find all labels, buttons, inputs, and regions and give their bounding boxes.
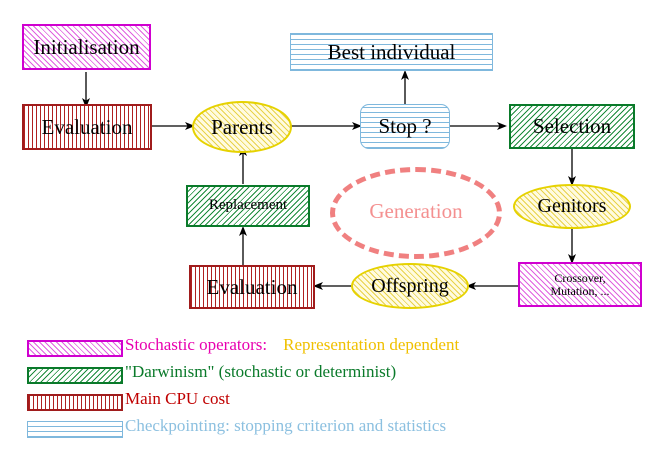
legend-label-darwinism: "Darwinism" (stochastic or determinist): [125, 362, 397, 381]
node-stop[interactable]: Stop ?: [360, 104, 450, 149]
legend-label-stochastic-part1: Stochastic operators:: [125, 335, 268, 354]
legend-swatch-darwinism: [27, 367, 123, 384]
node-initialisation[interactable]: Initialisation: [22, 24, 151, 70]
node-mutation-label: Mutation, ...: [550, 283, 610, 298]
node-parents[interactable]: Parents: [192, 101, 292, 153]
legend-row-cpu: Main CPU cost: [0, 389, 662, 417]
legend-swatch-stochastic: [27, 340, 123, 357]
legend-label-cpu: Main CPU cost: [125, 389, 230, 408]
node-crossover-mutation[interactable]: Crossover, Mutation, ...: [518, 262, 642, 307]
legend-swatch-checkpointing: [27, 421, 123, 438]
node-evaluation-top[interactable]: Evaluation: [22, 104, 152, 150]
node-selection-label: Selection: [532, 114, 612, 139]
node-genitors[interactable]: Genitors: [513, 184, 631, 229]
node-replacement-label: Replacement: [208, 197, 288, 214]
node-generation: Generation: [330, 167, 502, 259]
node-evaluation-bottom[interactable]: Evaluation: [189, 265, 315, 309]
node-stop-label: Stop ?: [378, 114, 432, 139]
node-parents-label: Parents: [211, 114, 273, 139]
node-evaluation-top-label: Evaluation: [41, 114, 133, 139]
legend: Stochastic operators: Representation depe…: [0, 335, 662, 444]
node-generation-label: Generation: [369, 199, 463, 223]
node-initialisation-label: Initialisation: [33, 34, 140, 59]
node-offspring-label: Offspring: [371, 274, 449, 297]
legend-label-checkpointing: Checkpointing: stopping criterion and st…: [125, 416, 447, 435]
legend-row-darwinism: "Darwinism" (stochastic or determinist): [0, 362, 662, 390]
node-genitors-label: Genitors: [537, 195, 607, 217]
node-best-individual[interactable]: Best individual: [290, 33, 493, 71]
legend-label-stochastic: Stochastic operators: Representation depe…: [125, 335, 459, 355]
node-selection[interactable]: Selection: [509, 104, 635, 149]
legend-row-stochastic: Stochastic operators: Representation depe…: [0, 335, 662, 363]
legend-row-checkpointing: Checkpointing: stopping criterion and st…: [0, 416, 662, 444]
node-offspring[interactable]: Offspring: [351, 263, 469, 309]
legend-swatch-cpu: [27, 394, 123, 411]
node-evaluation-bottom-label: Evaluation: [206, 274, 298, 299]
node-replacement[interactable]: Replacement: [186, 185, 310, 227]
node-crossover-label: Crossover,: [554, 270, 606, 285]
node-best-individual-label: Best individual: [327, 39, 456, 64]
legend-label-stochastic-part2: Representation dependent: [283, 335, 460, 354]
